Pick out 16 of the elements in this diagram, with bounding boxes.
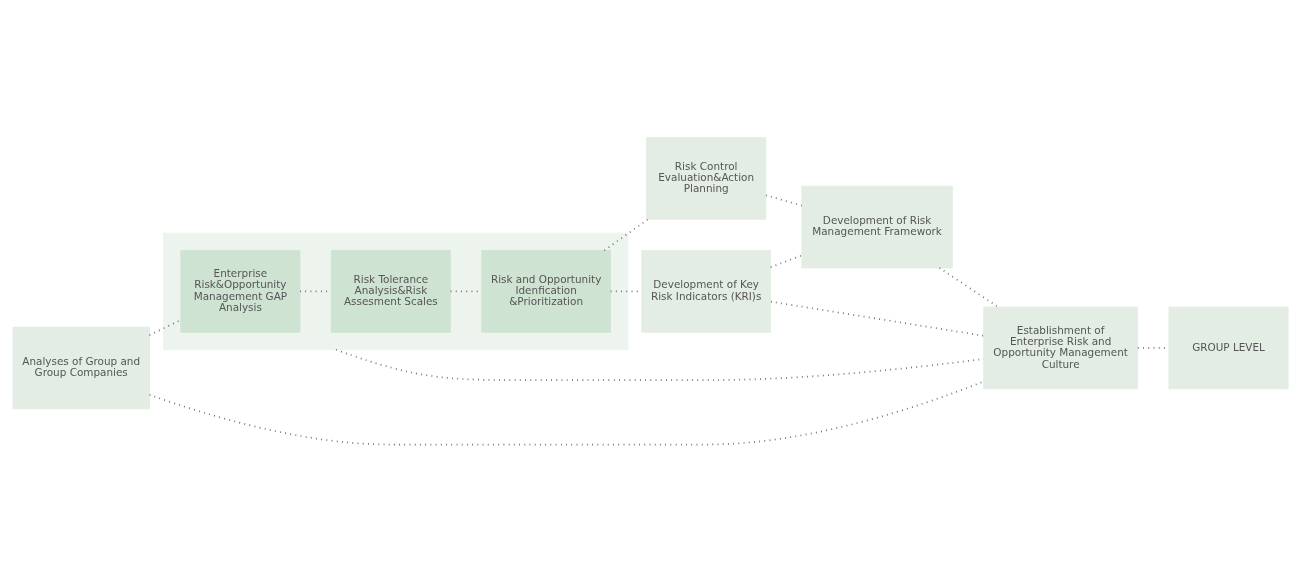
node-box: Enterprise Risk&Opportunity Management GAP Analysis [180,249,301,333]
connector [603,218,649,251]
connector [769,254,803,268]
node-box: Establishment of Enterprise Risk and Opportunity Management Culture [983,306,1139,389]
node-box: GROUP LEVEL [1168,306,1289,389]
connector [765,193,803,206]
node-box: Analyses of Group and Group Companies [12,326,150,409]
node-box: Risk Tolerance Analysis&Risk Assesment Scales [330,249,451,333]
cluster [162,232,629,350]
connector [770,300,985,337]
connector [148,318,182,336]
node-box: Development of Risk Management Framework [801,185,953,268]
node-box: Risk and Opportunity Idenfication &Prioritization [481,249,611,333]
node-box: Risk Control Evaluation&Action Planning [646,136,767,220]
connector [938,266,1000,308]
node-box: Development of Key Risk Indicators (KRI)s [641,249,771,333]
